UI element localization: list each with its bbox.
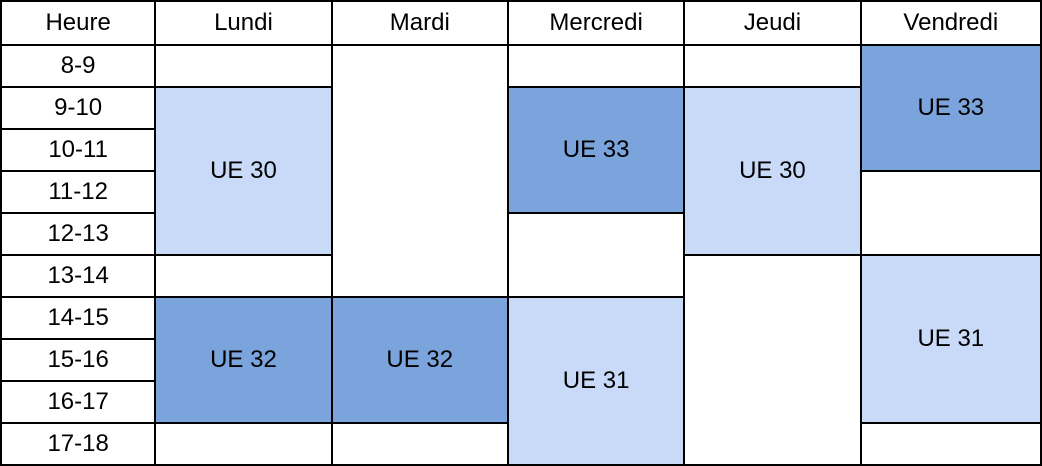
hour-label: 16-17 (0, 380, 157, 424)
row-16-17: 16-17 (0, 380, 1041, 424)
hour-label: 15-16 (0, 338, 157, 382)
empty-slot (154, 44, 333, 88)
hour-label: 13-14 (0, 254, 157, 298)
header-day-mercredi: Mercredi (506, 0, 686, 46)
row-17-18: 17-18 (0, 422, 1042, 466)
hour-label: 14-15 (0, 296, 157, 340)
course-block: UE 32 (330, 296, 509, 424)
course-block: UE 33 (506, 86, 686, 214)
empty-slot (683, 254, 862, 466)
header-day-mardi: Mardi (330, 0, 509, 46)
row-9-10: 9-10 UE 30 UE 33 UE 30 (0, 86, 1041, 256)
empty-slot (683, 44, 862, 88)
hour-label: 11-12 (0, 170, 157, 214)
header-day-vendredi: Vendredi (859, 0, 1042, 46)
course-block: UE 32 (154, 296, 333, 424)
row-8-9: 8-9 UE 33 (0, 44, 1042, 298)
hour-label: 12-13 (0, 212, 157, 256)
empty-slot (330, 422, 509, 466)
hour-label: 8-9 (0, 44, 157, 88)
empty-slot (506, 212, 686, 298)
empty-slot (330, 44, 509, 298)
header-day-jeudi: Jeudi (683, 0, 862, 46)
course-block: UE 30 (154, 86, 333, 256)
empty-slot (859, 170, 1042, 256)
row-15-16: 15-16 (0, 338, 1041, 382)
course-block: UE 31 (859, 254, 1042, 424)
row-12-13: 12-13 (0, 212, 1041, 298)
header-hour: Heure (0, 0, 157, 46)
header-row: Heure Lundi Mardi Mercredi Jeudi Vendred… (0, 0, 1042, 46)
row-13-14: 13-14 UE 31 (0, 254, 1042, 466)
empty-slot (506, 44, 686, 88)
course-block: UE 30 (683, 86, 862, 256)
course-block: UE 33 (859, 44, 1042, 172)
hour-label: 10-11 (0, 128, 157, 172)
empty-slot (154, 422, 333, 466)
header-day-lundi: Lundi (154, 0, 333, 46)
empty-slot (154, 254, 333, 298)
row-11-12: 11-12 (0, 170, 1042, 256)
row-14-15: 14-15 UE 32 UE 32 UE 31 (0, 296, 1041, 466)
empty-slot (859, 422, 1042, 466)
hour-label: 17-18 (0, 422, 157, 466)
course-block: UE 31 (506, 296, 686, 466)
row-10-11: 10-11 (0, 128, 1041, 172)
hour-label: 9-10 (0, 86, 157, 130)
